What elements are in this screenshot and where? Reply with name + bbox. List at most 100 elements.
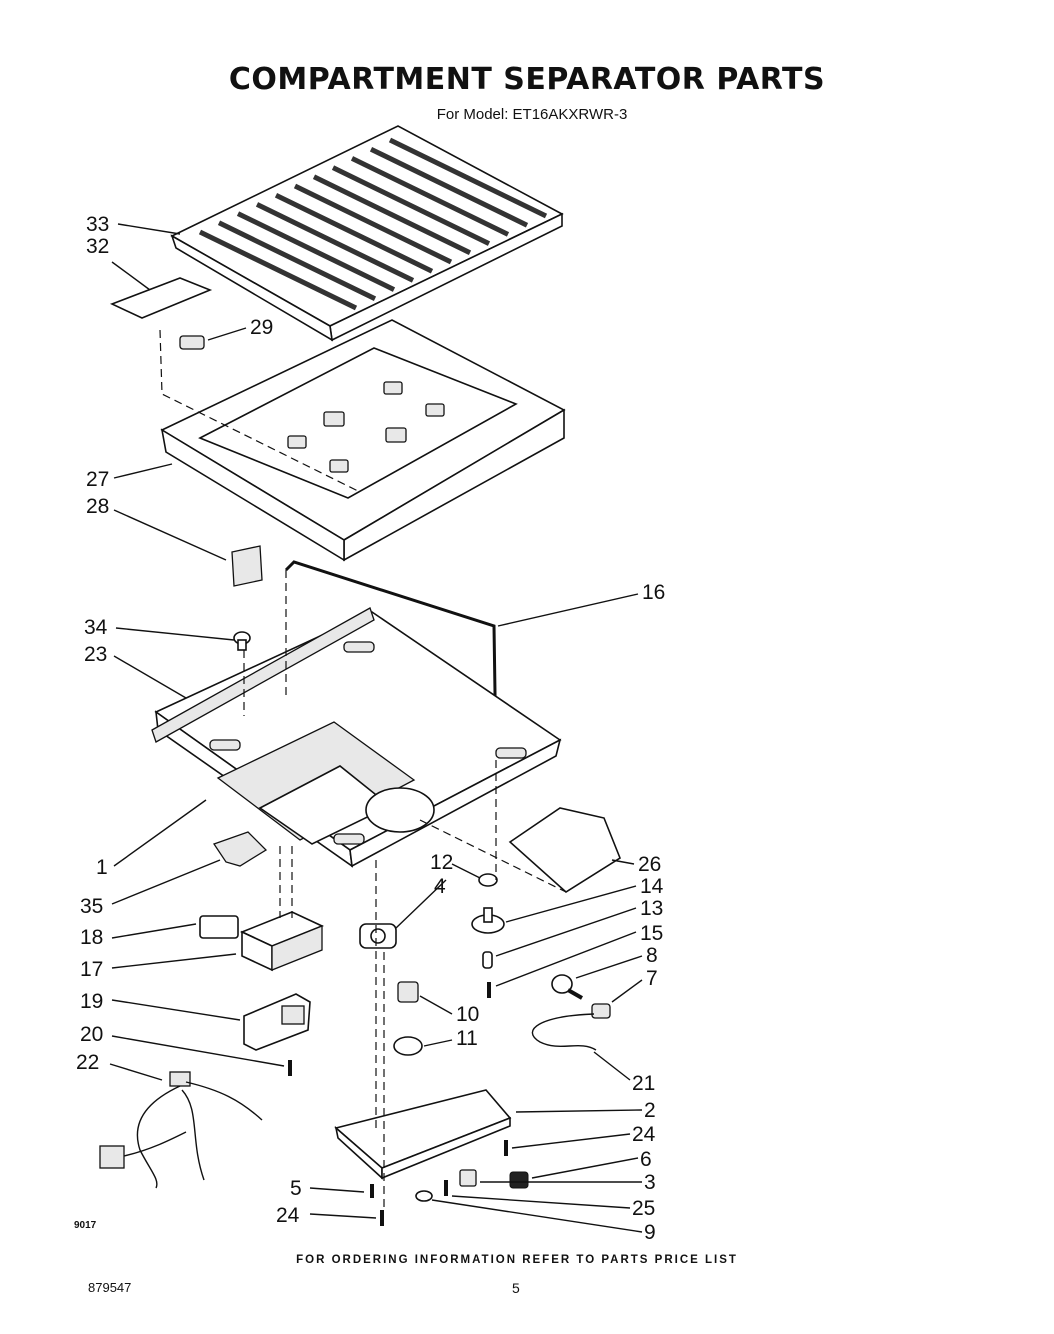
grille-bar (236, 211, 396, 292)
page-number: 5 (512, 1280, 520, 1296)
callout-leader-line (111, 859, 221, 905)
page-title: COMPARTMENT SEPARATOR PARTS (228, 62, 826, 97)
part-1-separator-base (154, 611, 562, 868)
grille-bar (198, 229, 358, 311)
callout-leader-line (309, 1213, 377, 1219)
callout-number-32: 32 (86, 235, 109, 258)
callout-number-11: 11 (456, 1027, 478, 1050)
callout-leader-line (395, 879, 447, 929)
callout-leader-line (515, 1109, 643, 1113)
callout-leader-line (611, 979, 643, 1003)
callout-number-20: 20 (80, 1023, 103, 1046)
part-32-label-plate (109, 277, 213, 319)
callout-leader-line (495, 931, 637, 987)
callout-number-7: 7 (646, 967, 658, 990)
callout-number-14: 14 (640, 875, 664, 898)
grille-bar (388, 137, 548, 219)
grille-bar (293, 183, 453, 265)
callout-number-34: 34 (84, 616, 108, 639)
callout-leader-line (309, 1187, 365, 1193)
callout-number-5: 5 (290, 1177, 302, 1200)
part-23-rail (151, 607, 375, 743)
callout-number-18: 18 (80, 926, 103, 949)
callout-number-13: 13 (640, 897, 663, 920)
grille-bar (350, 156, 510, 237)
ordering-note: FOR ORDERING INFORMATION REFER TO PARTS … (296, 1254, 738, 1266)
callout-leader-line (111, 1035, 285, 1067)
part-18-bezel (199, 915, 239, 939)
grille-bar (312, 174, 472, 256)
callout-number-23: 23 (84, 643, 107, 666)
callout-number-28: 28 (86, 495, 109, 518)
callout-number-4: 4 (434, 875, 446, 898)
callout-leader-line (497, 593, 639, 627)
callout-number-26: 26 (638, 853, 661, 876)
callout-leader-line (495, 907, 637, 957)
callout-leader-line (511, 1133, 631, 1149)
part-10-switch (397, 981, 419, 1003)
callout-leader-line (117, 223, 181, 235)
part-33-shelf-grille (170, 125, 564, 342)
part-8-light-bulb (551, 974, 583, 1000)
callout-number-19: 19 (80, 990, 103, 1013)
callout-number-9: 9 (644, 1221, 656, 1244)
callout-number-2: 2 (644, 1099, 656, 1122)
part-9-washer (415, 1190, 433, 1202)
callout-leader-line (531, 1157, 639, 1179)
part-7-socket (591, 1003, 611, 1019)
model-subtitle: For Model: ET16AKXRWR-3 (436, 106, 628, 123)
part-35-damper-clip (212, 831, 268, 867)
callout-leader-line (423, 1039, 453, 1047)
callout-leader-line (575, 955, 643, 979)
callout-leader-line (115, 627, 235, 641)
callout-number-33: 33 (86, 213, 109, 236)
grille-bar (331, 165, 491, 246)
callout-leader-line (207, 327, 247, 341)
callout-leader-line (593, 1051, 631, 1081)
part-26-insulation (508, 807, 621, 893)
grille-bar (217, 220, 377, 302)
callout-leader-line (113, 509, 227, 561)
callout-leaders (109, 223, 643, 1233)
grille-bar (255, 202, 415, 283)
callout-number-1: 1 (96, 856, 108, 879)
callout-number-6: 6 (640, 1148, 652, 1171)
callout-leader-line (113, 463, 173, 479)
part-28-foam-block (231, 545, 263, 587)
callout-leader-line (113, 799, 207, 867)
callout-number-27: 27 (86, 468, 109, 491)
callout-number-25: 25 (632, 1197, 655, 1220)
callout-number-29: 29 (250, 316, 273, 339)
callout-number-24: 24 (276, 1204, 300, 1227)
callout-leader-line (111, 923, 197, 939)
callout-number-8: 8 (646, 944, 658, 967)
callout-number-10: 10 (456, 1003, 479, 1026)
callout-leader-line (431, 1199, 643, 1233)
part-2-light-housing (334, 1089, 512, 1180)
callout-number-15: 15 (640, 922, 663, 945)
callout-leader-line (109, 1063, 163, 1081)
part-27-shelf-frame (160, 319, 566, 562)
part-22-wire-harness (99, 1071, 263, 1189)
callout-number-17: 17 (80, 958, 103, 981)
callout-number-3: 3 (644, 1171, 656, 1194)
part-4-thermostat (359, 923, 397, 949)
assembly-guide-line (419, 819, 567, 893)
callout-number-22: 22 (76, 1051, 99, 1074)
grille-bar (274, 192, 434, 274)
callout-number-21: 21 (632, 1072, 655, 1095)
callout-leader-line (451, 863, 481, 879)
callout-leader-line (111, 953, 237, 969)
grille-bar (369, 146, 529, 228)
part-17-control-housing (239, 911, 325, 972)
part-29-pad (179, 335, 205, 350)
callout-leader-line (419, 995, 453, 1015)
callout-leader-line (505, 885, 637, 923)
callout-leader-line (611, 859, 635, 865)
part-6-switch-button (509, 1171, 529, 1189)
part-13-spring (482, 951, 493, 969)
callout-number-35: 35 (80, 895, 103, 918)
callout-number-24: 24 (632, 1123, 656, 1146)
part-21-wire-lead (531, 1013, 597, 1051)
